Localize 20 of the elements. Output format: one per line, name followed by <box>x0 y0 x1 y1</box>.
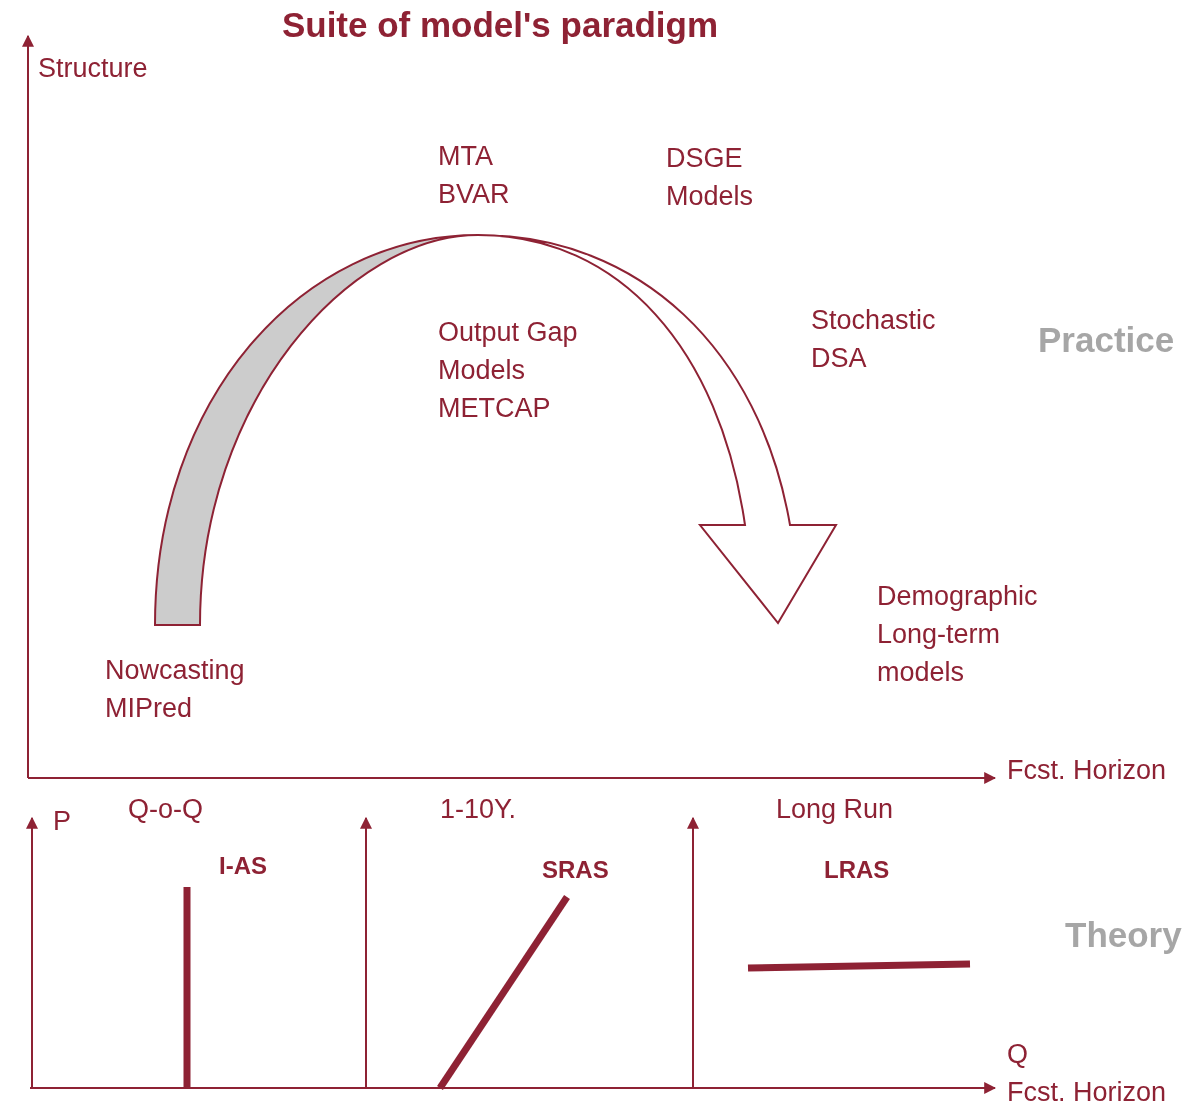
horizon-label: Long Run <box>776 793 894 826</box>
axis-label: Structure <box>38 52 148 85</box>
horizon-label: 1-10Y. <box>440 793 517 826</box>
model-label: MTA BVAR <box>438 140 511 211</box>
curve-label: I-AS <box>219 851 267 881</box>
axis-label: Fcst. Horizon <box>1007 1076 1167 1105</box>
model-label: DSGE Models <box>666 142 755 213</box>
title: Suite of model's paradigm <box>280 4 720 46</box>
row-label: Practice <box>1038 320 1175 360</box>
model-label: Stochastic DSA <box>811 304 937 375</box>
axis-label: Q <box>1007 1038 1028 1071</box>
axis-label: P <box>53 805 71 838</box>
model-label: Nowcasting MIPred <box>105 654 246 725</box>
model-label: Demographic Long-term models <box>877 580 1039 689</box>
row-label: Theory <box>1065 915 1182 955</box>
horizon-label: Q-o-Q <box>128 793 203 826</box>
curve-label: SRAS <box>542 855 609 885</box>
curve-label: LRAS <box>824 855 890 885</box>
model-label: Output Gap Models METCAP <box>438 316 579 425</box>
axis-label: Fcst. Horizon <box>1007 754 1167 787</box>
